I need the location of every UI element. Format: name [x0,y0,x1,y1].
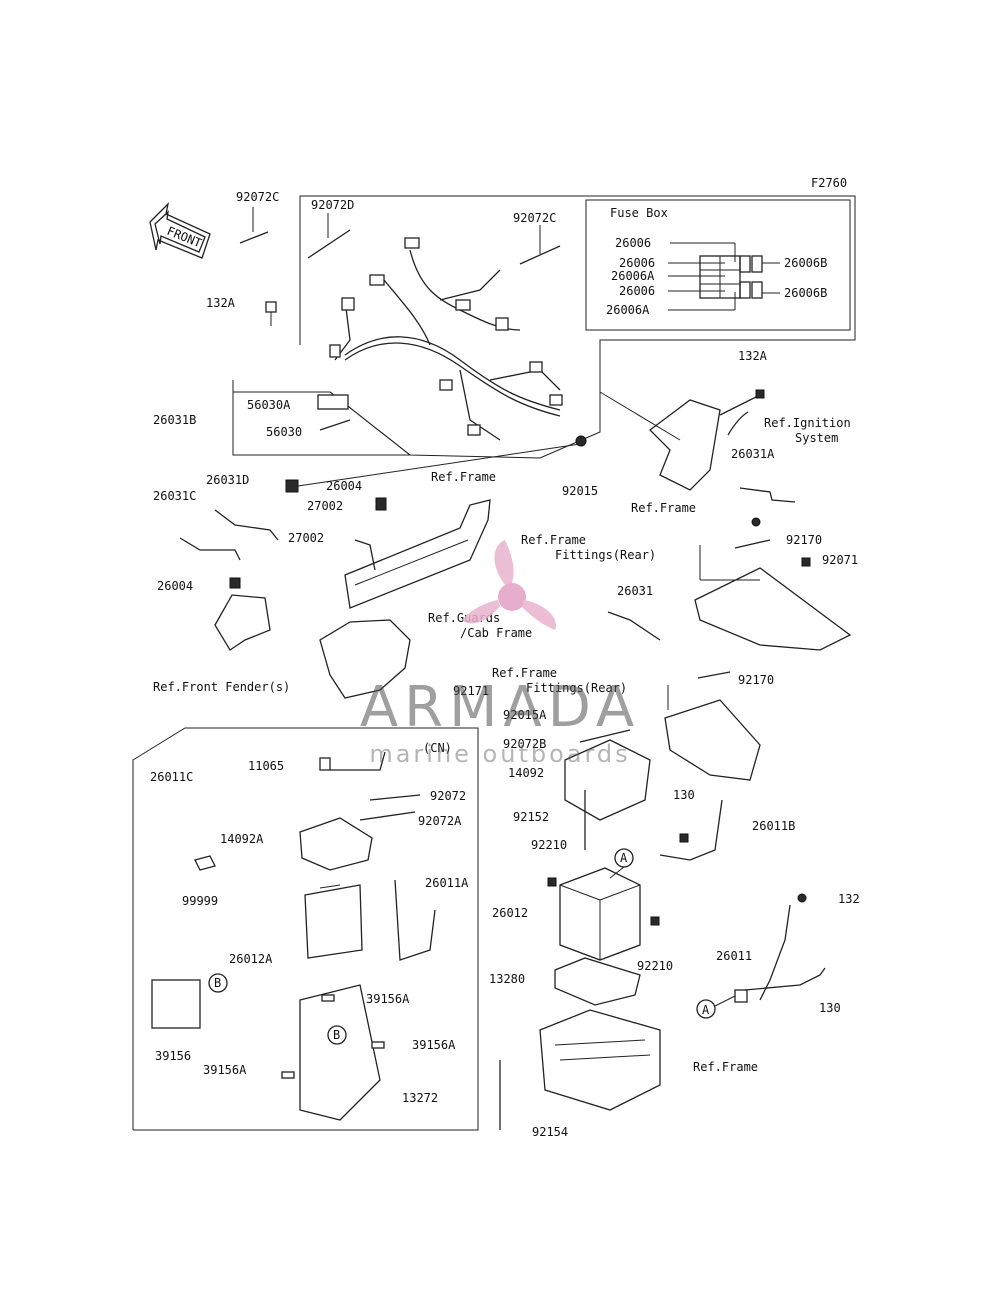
part-label: 92072A [418,814,462,828]
part-label: 56030A [247,398,291,412]
part-label: 26011A [425,876,469,890]
watermark-subtitle: marine outboards [369,740,631,768]
fuse-label: 26006 [619,256,655,270]
ignition-bracket-icon [599,389,765,491]
part-label: 14092 [508,766,544,780]
part-label: 92210 [637,959,673,973]
battery-icon [559,867,641,961]
diagram-drawing [132,195,856,1131]
propeller-logo-icon [462,540,556,630]
part-label: 13280 [489,972,525,986]
part-label: 26012A [229,952,273,966]
part-label: Ref.Frame [492,666,557,680]
part-label: 39156A [412,1038,456,1052]
part-label: 39156A [366,992,410,1006]
part-label: Ref.Ignition [764,416,851,430]
part-label: 92015 [562,484,598,498]
rear-cover-plate-icon [694,517,852,651]
part-label: Ref.Frame [431,470,496,484]
fuse-label: 26006A [611,269,655,283]
part-label: 92072B [503,737,546,751]
part-label: Fittings(Rear) [526,681,627,695]
part-label: 92171 [453,684,489,698]
part-label: 13272 [402,1091,438,1105]
labels: F2760 FRONT Fuse Box 26006 26006 26006A … [150,176,860,1139]
part-label: 92154 [532,1125,568,1139]
fuse-grid-icon [668,242,780,311]
part-label: 26004 [326,479,362,493]
part-label: 92072C [236,190,279,204]
part-label: 39156 [155,1049,191,1063]
fuse-label: 26006B [784,286,827,300]
fuse-label: 26006 [615,236,651,250]
part-label: 56030 [266,425,302,439]
circle-marker-label: B [214,976,221,990]
part-label: 132 [838,892,860,906]
circle-marker-label: A [702,1003,710,1017]
part-label: /Cab Frame [460,626,532,640]
fuse-label: 26006A [606,303,650,317]
part-label: Ref.Front Fender(s) [153,680,290,694]
part-label: 92072C [513,211,556,225]
part-label: 26031D [206,473,249,487]
part-label: 26012 [492,906,528,920]
part-label: 92152 [513,810,549,824]
part-label: 26031C [153,489,196,503]
frame-member-icon [344,497,491,609]
part-label: 92072D [311,198,354,212]
part-label: 27002 [288,531,324,545]
part-label: 92210 [531,838,567,852]
main-harness-icon [329,237,563,441]
part-label: 92015A [503,708,547,722]
part-label: (CN) [423,741,452,755]
part-label: Ref.Frame [631,501,696,515]
cn-box-frame [132,727,479,1131]
fuse-box-frame [585,199,851,331]
part-label: 99999 [182,894,218,908]
part-label: 26011C [150,770,193,784]
watermark-title: ARMADA [359,675,641,740]
part-label: 130 [819,1001,841,1015]
part-label: 27002 [307,499,343,513]
part-label: 14092A [220,832,264,846]
part-label: 39156A [203,1063,247,1077]
part-label: 132A [738,349,768,363]
part-label: 92170 [786,533,822,547]
fuse-box-title: Fuse Box [610,206,668,220]
part-label: 26031A [731,447,775,461]
part-label: 130 [673,788,695,802]
harness-outline [299,195,856,392]
part-label: Ref.Frame [521,533,586,547]
circle-marker-label: B [333,1028,340,1042]
part-label: 26011B [752,819,795,833]
part-label: 92072 [430,789,466,803]
part-label: 26031 [617,584,653,598]
part-label: 26031B [153,413,196,427]
fuse-label: 26006 [619,284,655,298]
part-label: 92170 [738,673,774,687]
part-label: System [795,431,838,445]
front-arrow-icon [149,202,211,259]
part-label: 26011 [716,949,752,963]
part-label: 132A [206,296,236,310]
part-label: 11065 [248,759,284,773]
fuse-label: 26006B [784,256,827,270]
part-label: Fittings(Rear) [555,548,656,562]
part-label: 92071 [822,553,858,567]
part-label: Ref.Frame [693,1060,758,1074]
part-label: 26004 [157,579,193,593]
circle-marker-label: A [620,851,628,865]
figure-id: F2760 [811,176,847,190]
